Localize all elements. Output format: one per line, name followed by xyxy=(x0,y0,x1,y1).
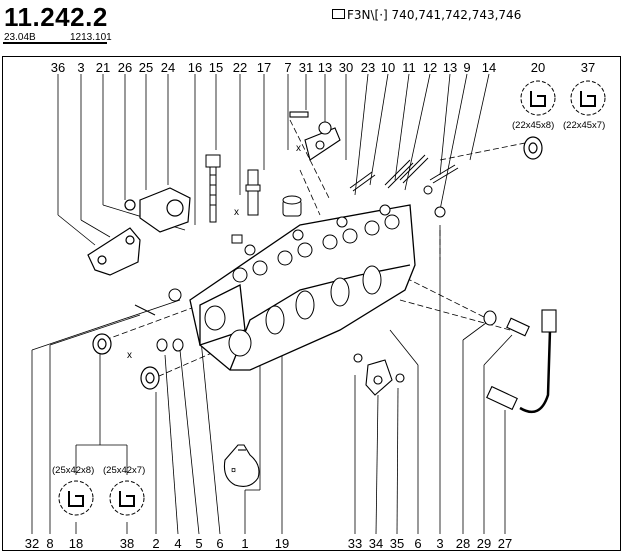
seal-ring-8 xyxy=(92,333,112,355)
callout-37: 37 xyxy=(580,60,596,75)
engine-icon xyxy=(332,9,345,19)
callout-20: 20 xyxy=(530,60,546,75)
temperature-sender xyxy=(486,309,557,414)
callout-19: 19 xyxy=(274,536,290,551)
callout-6: 6 xyxy=(216,536,224,551)
mounting-bracket xyxy=(87,227,141,276)
diagram-frame xyxy=(2,56,621,551)
seal-detail-bottom xyxy=(58,480,145,516)
callout-11: 11 xyxy=(402,60,416,75)
callout-38: 38 xyxy=(119,536,135,551)
code-right: 1213.101 xyxy=(70,32,112,43)
dimension-mark-2: x xyxy=(234,207,239,218)
callout-14: 14 xyxy=(481,60,497,75)
seal-spec-bottom-left: (25x42x8) xyxy=(52,465,95,476)
dimension-mark-3: x xyxy=(127,350,132,361)
callout-24: 24 xyxy=(160,60,176,75)
seal-spec-top-right: (22x45x7) xyxy=(563,120,606,131)
page-title: 11.242.2 xyxy=(4,2,108,32)
plug xyxy=(282,195,302,217)
sensor-29 xyxy=(506,317,530,337)
seal-ring-14 xyxy=(523,136,543,160)
callout-8: 8 xyxy=(46,536,54,551)
callout-34: 34 xyxy=(368,536,384,551)
top-leader-lines xyxy=(57,73,490,246)
flange-plate xyxy=(124,187,191,233)
callout-13b: 13 xyxy=(442,60,458,75)
callout-12: 12 xyxy=(422,60,438,75)
callout-35: 35 xyxy=(389,536,405,551)
callout-2: 2 xyxy=(152,536,160,551)
callout-33: 33 xyxy=(347,536,363,551)
callout-27: 27 xyxy=(497,536,513,551)
callout-4: 4 xyxy=(174,536,182,551)
callout-26: 26 xyxy=(117,60,133,75)
callout-30: 30 xyxy=(338,60,354,75)
gasket-kit-bag: ¤ xyxy=(223,444,260,487)
seal-profile-bottom xyxy=(68,491,135,507)
callout-16: 16 xyxy=(187,60,203,75)
seal-spec-top-left: (22x45x8) xyxy=(512,120,555,131)
top-bolts xyxy=(349,154,459,218)
sensor-bracket xyxy=(289,111,341,161)
rocker-arm xyxy=(353,353,405,396)
stud xyxy=(231,169,261,244)
callout-10: 10 xyxy=(380,60,396,75)
head-bolt xyxy=(205,154,221,223)
seal-detail-top xyxy=(520,80,606,116)
nut-28 xyxy=(483,310,497,326)
seal-spec-bottom-right: (25x42x7) xyxy=(103,465,146,476)
valve-gear-row xyxy=(232,204,400,283)
sleeve xyxy=(140,366,160,390)
model-list: F3N\[·] 740,741,742,743,746 xyxy=(347,8,522,22)
callout-23: 23 xyxy=(360,60,376,75)
svg-text:¤: ¤ xyxy=(231,465,236,475)
callout-9: 9 xyxy=(463,60,471,75)
callout-13: 13 xyxy=(317,60,333,75)
callout-6b: 6 xyxy=(414,536,422,551)
bottom-leader-lines xyxy=(31,225,513,535)
callout-32: 32 xyxy=(24,536,40,551)
callout-28: 28 xyxy=(455,536,471,551)
small-seals xyxy=(134,288,184,352)
callout-25: 25 xyxy=(138,60,154,75)
callout-36: 36 xyxy=(50,60,66,75)
callout-17: 17 xyxy=(256,60,272,75)
callout-21: 21 xyxy=(95,60,111,75)
model-header: F3N\[·] 740,741,742,743,746 xyxy=(332,8,521,22)
cylinder-head-body xyxy=(189,204,416,371)
code-left: 23.04B xyxy=(4,32,36,43)
callout-31: 31 xyxy=(298,60,314,75)
callout-5: 5 xyxy=(195,536,203,551)
seal-profile-top xyxy=(530,91,596,107)
title-underline xyxy=(3,42,107,44)
callout-7: 7 xyxy=(284,60,292,75)
dimension-mark-1: x xyxy=(296,143,301,154)
callout-18: 18 xyxy=(68,536,84,551)
cylinder-head-ports xyxy=(204,265,382,357)
callout-22: 22 xyxy=(232,60,248,75)
callout-3: 3 xyxy=(77,60,85,75)
callout-29: 29 xyxy=(476,536,492,551)
callout-15: 15 xyxy=(208,60,224,75)
callout-3b: 3 xyxy=(436,536,444,551)
callout-1: 1 xyxy=(241,536,249,551)
